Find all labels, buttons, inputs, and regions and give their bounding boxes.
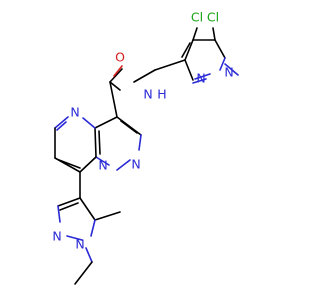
- bond: [57, 205, 61, 223]
- structure-diagram: Cl Cl N N O N H N N N N N: [52, 10, 239, 285]
- bond: [184, 39, 194, 61]
- atom-label-n: N: [52, 229, 61, 244]
- bond: [54, 116, 69, 129]
- bond: [116, 116, 142, 136]
- bond: [98, 130, 101, 155]
- atom-label-cl: Cl: [191, 10, 203, 25]
- atom-label-n: N: [75, 237, 84, 252]
- bond: [94, 116, 118, 129]
- bond: [192, 27, 198, 41]
- bond: [109, 81, 121, 91]
- bond: [154, 59, 186, 71]
- bond: [224, 63, 239, 76]
- bond: [133, 69, 156, 83]
- bond: [181, 42, 191, 58]
- atom-label-n: N: [143, 87, 152, 102]
- atom-label-o: O: [115, 50, 125, 65]
- atom-label-n: N: [196, 71, 205, 86]
- bond: [59, 202, 79, 211]
- bond: [66, 235, 83, 241]
- bond: [109, 68, 123, 83]
- bond: [56, 121, 67, 131]
- bond: [94, 127, 97, 158]
- bond: [138, 134, 142, 151]
- bond: [90, 219, 96, 237]
- bond: [85, 247, 93, 263]
- molecule-canvas: Cl Cl N N O N H N N N N N: [52, 10, 239, 285]
- bond: [184, 59, 194, 81]
- bond: [219, 57, 226, 71]
- bond: [95, 156, 110, 166]
- bond: [194, 73, 211, 80]
- atom-label-n: N: [224, 65, 233, 80]
- bond: [120, 120, 138, 134]
- bond: [57, 197, 81, 207]
- bond: [82, 117, 96, 129]
- bond: [109, 81, 118, 118]
- atom-label-n: N: [131, 157, 140, 172]
- bond: [94, 211, 121, 221]
- bond: [58, 159, 81, 169]
- atom-label-h: H: [157, 87, 166, 102]
- bond: [214, 39, 226, 59]
- bond: [212, 27, 216, 41]
- atom-label-n: N: [98, 158, 107, 173]
- bond: [74, 261, 93, 285]
- bond: [192, 78, 207, 84]
- bond: [79, 197, 96, 221]
- bond: [116, 159, 131, 171]
- bond: [79, 156, 97, 173]
- bond: [113, 65, 123, 77]
- atom-label-n: N: [70, 105, 79, 120]
- atom-label-cl: Cl: [207, 10, 219, 25]
